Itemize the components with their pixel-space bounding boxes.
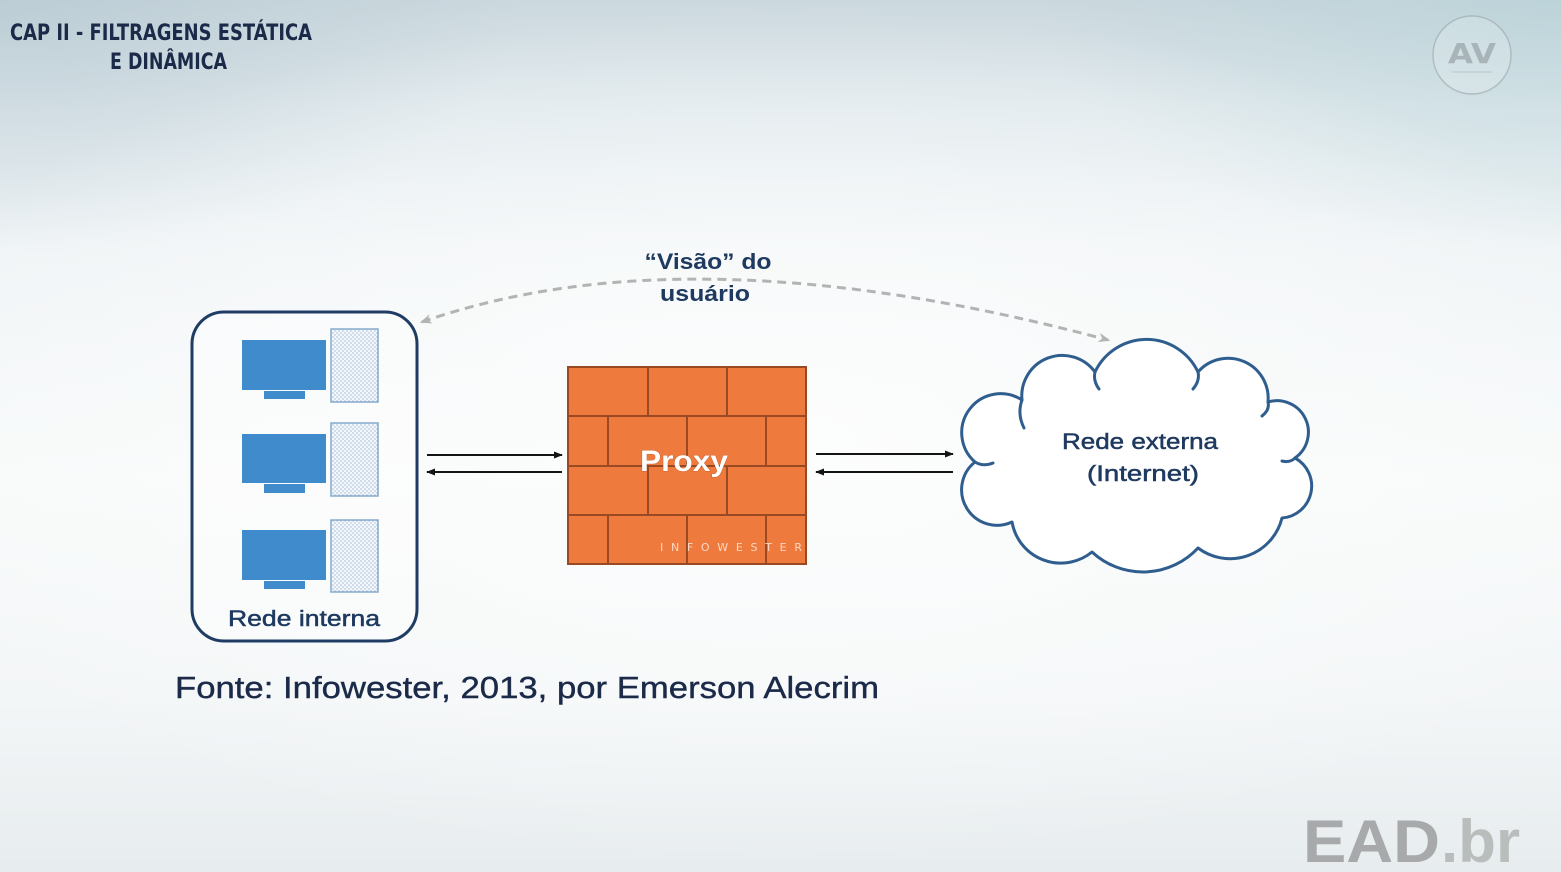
external-network-label-line-2: (Internet) xyxy=(1087,461,1199,486)
cloud-icon xyxy=(960,338,1314,574)
av-logo-text: AV xyxy=(1448,37,1496,70)
monitor-stand xyxy=(264,581,305,589)
user-view-connection: “Visão” do usuário xyxy=(419,249,1111,343)
source-caption: Fonte: Infowester, 2013, por Emerson Ale… xyxy=(175,670,879,705)
av-logo: AV xyxy=(1432,15,1512,95)
computer-icon xyxy=(242,328,379,403)
proxy-label: Proxy xyxy=(640,445,728,478)
computer-icon xyxy=(242,422,379,497)
internal-network-label: Rede interna xyxy=(228,606,381,631)
external-network: Rede externa (Internet) xyxy=(960,338,1314,574)
brick-lines xyxy=(568,367,806,564)
dashed-double-arrow-icon xyxy=(419,277,1111,343)
tower-icon xyxy=(330,519,379,593)
monitor-stand xyxy=(264,391,305,399)
slide-title: CAP II - FILTRAGENS ESTÁTICA E DINÂMICA xyxy=(10,20,312,75)
tower-icon xyxy=(330,328,379,403)
ead-logo: EAD .br xyxy=(1303,808,1520,872)
internal-network: Rede interna xyxy=(190,310,419,643)
slide-title-line-2: E DINÂMICA xyxy=(110,49,227,75)
tower-icon xyxy=(330,422,379,497)
ead-logo-suffix: .br xyxy=(1441,808,1520,872)
user-view-label-line-2: usuário xyxy=(660,281,750,306)
monitor-icon xyxy=(242,434,326,483)
user-view-label-line-1: “Visão” do xyxy=(645,249,772,274)
av-logo-ring xyxy=(1432,15,1512,95)
cloud-creases xyxy=(973,370,1297,467)
brick-wall-icon: Proxy INFOWESTER xyxy=(567,366,807,565)
monitor-stand xyxy=(264,484,305,493)
computer-icon xyxy=(242,519,379,593)
ead-logo-main: EAD xyxy=(1303,808,1440,872)
external-network-label-line-1: Rede externa xyxy=(1062,429,1219,454)
monitor-icon xyxy=(242,340,326,390)
monitor-icon xyxy=(242,530,326,580)
slide-title-line-1: CAP II - FILTRAGENS ESTÁTICA xyxy=(10,20,312,46)
